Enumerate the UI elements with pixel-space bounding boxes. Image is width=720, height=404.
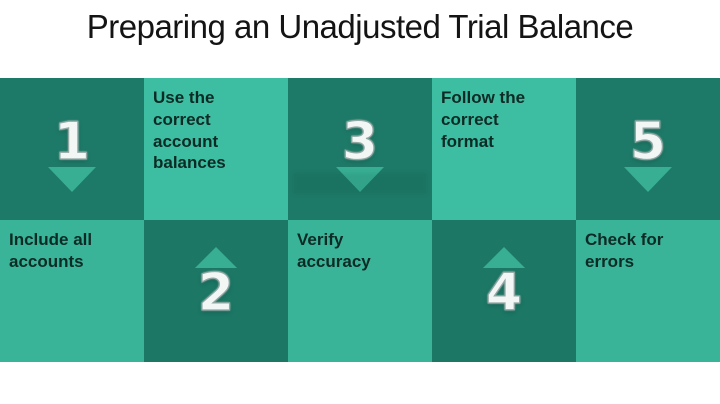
arrow-up-icon xyxy=(483,246,525,268)
step-4-number: 4 xyxy=(485,262,523,323)
page-title: Preparing an Unadjusted Trial Balance xyxy=(86,8,634,45)
step-2-number: 2 xyxy=(197,262,235,323)
arrow-up-icon xyxy=(195,246,237,268)
step-3-number: 3 xyxy=(341,112,379,173)
label-cell-correct-format: Follow the correct format xyxy=(432,78,576,220)
step-cell-4: 4 xyxy=(432,220,576,362)
step-1-group: 1 xyxy=(0,78,144,220)
step-3-group: 3 xyxy=(288,78,432,220)
step-2-group: 2 xyxy=(144,220,288,362)
step-5-group: 5 xyxy=(576,78,720,220)
step-cell-3: 3 xyxy=(288,78,432,220)
steps-grid: 1 Use the correct account balances 3 Fol… xyxy=(0,78,720,362)
arrow-down-icon xyxy=(48,166,96,192)
step-5-number: 5 xyxy=(629,112,667,173)
step-label: Follow the correct format xyxy=(441,88,526,151)
label-cell-check-errors: Check for errors xyxy=(576,220,720,362)
step-label: Use the correct account balances xyxy=(153,88,226,173)
arrow-down-icon xyxy=(336,166,384,192)
label-cell-account-balances: Use the correct account balances xyxy=(144,78,288,220)
step-cell-1: 1 xyxy=(0,78,144,220)
label-cell-include-accounts: Include all accounts xyxy=(0,220,144,362)
step-cell-5: 5 xyxy=(576,78,720,220)
step-label: Check for errors xyxy=(585,230,664,271)
step-label: Verify accuracy xyxy=(297,230,371,271)
step-4-group: 4 xyxy=(432,220,576,362)
step-label: Include all accounts xyxy=(9,230,93,271)
arrow-down-icon xyxy=(624,166,672,192)
label-cell-verify-accuracy: Verify accuracy xyxy=(288,220,432,362)
step-1-number: 1 xyxy=(53,112,91,173)
step-cell-2: 2 xyxy=(144,220,288,362)
